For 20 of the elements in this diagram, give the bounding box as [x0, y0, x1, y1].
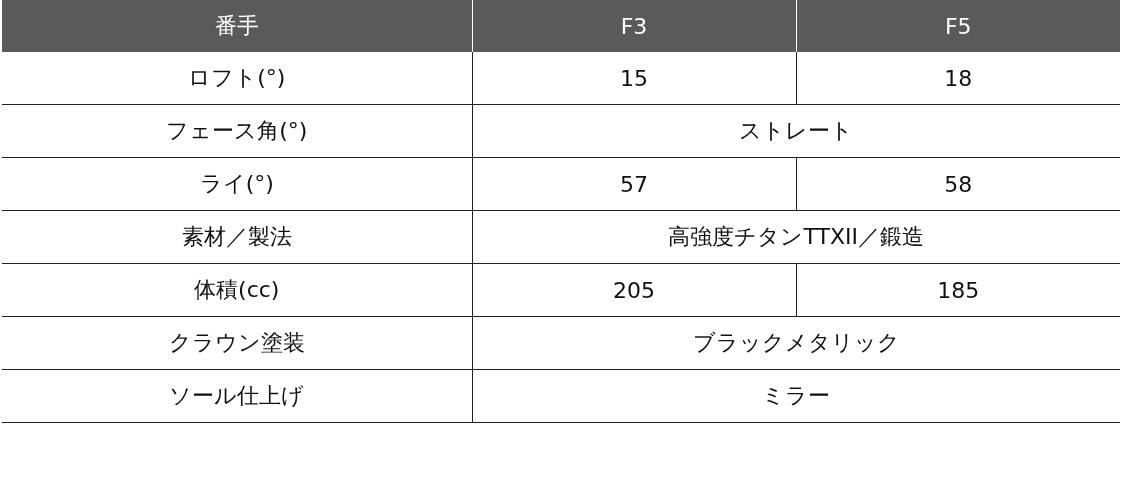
- data-value: 58: [796, 157, 1120, 211]
- data-value: 185: [796, 263, 1120, 317]
- column-header: F5: [796, 0, 1120, 52]
- data-value: 57: [472, 157, 796, 211]
- data-value: 高強度チタンTTXII／鍛造: [472, 210, 1120, 264]
- column-header: F3: [472, 0, 796, 52]
- column-header: 番手: [2, 0, 472, 52]
- row-header: 体積(cc): [2, 263, 472, 317]
- data-value: ストレート: [472, 104, 1120, 158]
- row-header: 素材／製法: [2, 210, 472, 264]
- row-header: クラウン塗装: [2, 316, 472, 370]
- row-header: ソール仕上げ: [2, 369, 472, 423]
- row-header: ロフト(°): [2, 52, 472, 105]
- data-value: ミラー: [472, 369, 1120, 423]
- data-value: 15: [472, 52, 796, 105]
- data-value: 205: [472, 263, 796, 317]
- row-header: ライ(°): [2, 157, 472, 211]
- data-value: 18: [796, 52, 1120, 105]
- row-header: フェース角(°): [2, 104, 472, 158]
- data-value: ブラックメタリック: [472, 316, 1120, 370]
